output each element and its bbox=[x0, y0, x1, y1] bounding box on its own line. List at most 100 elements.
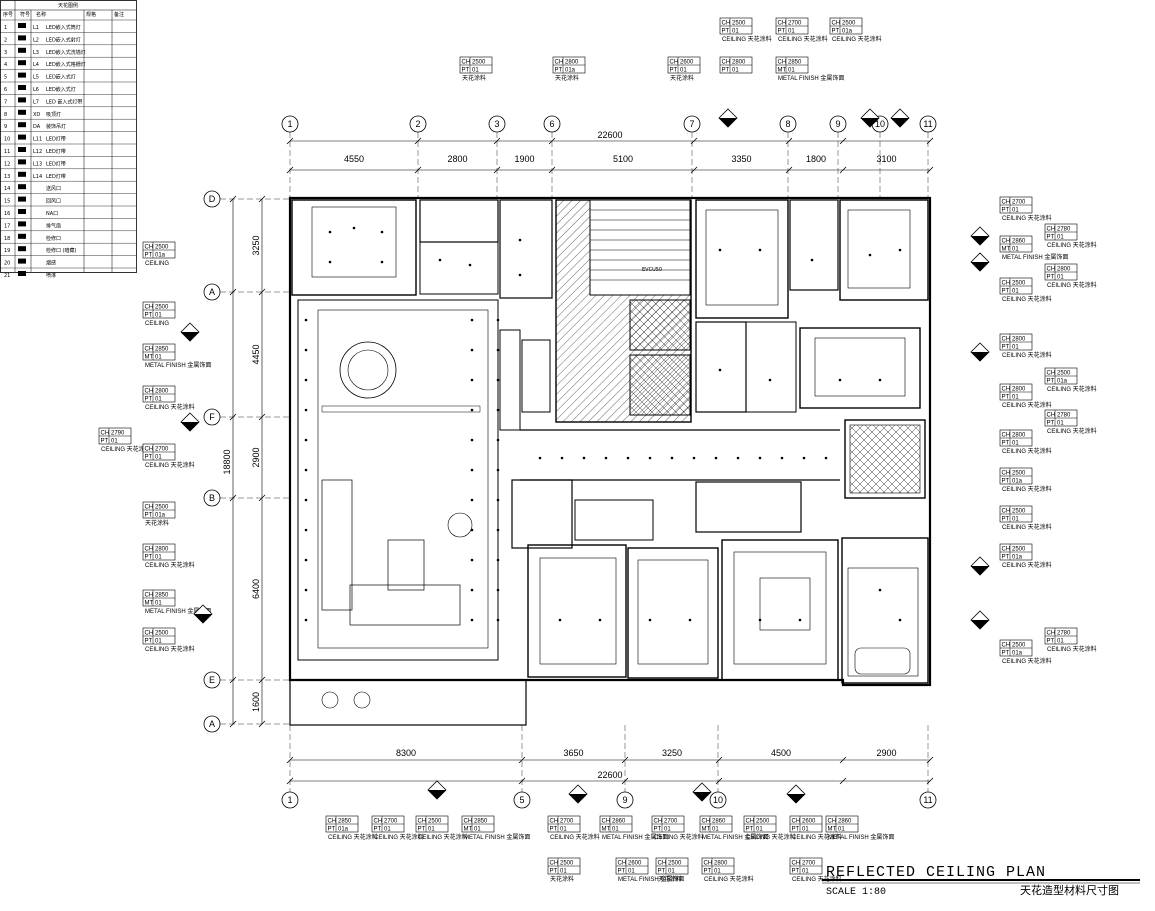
grid-bubble-label: 1 bbox=[287, 119, 292, 129]
light-fixture bbox=[496, 498, 500, 502]
legend-row-no: 15 bbox=[4, 199, 10, 205]
tag-desc: METAL FINISH 金属饰面 bbox=[618, 875, 684, 883]
light-fixture bbox=[898, 618, 902, 622]
tag-ch-label: CH bbox=[550, 819, 559, 825]
tag-desc: 天花涂料 bbox=[658, 875, 682, 883]
grid-bubble bbox=[709, 791, 727, 809]
dim-top: 1800 bbox=[806, 154, 826, 164]
legend-row-name: 喷淋 bbox=[46, 272, 56, 279]
tag-pt-value: 01a bbox=[338, 827, 349, 833]
legend-header: 符号 bbox=[20, 11, 30, 18]
dim-bottom: 3250 bbox=[662, 748, 682, 758]
tag-pt-label: PT bbox=[418, 827, 426, 833]
legend-row-name: 检修口 bbox=[46, 235, 61, 242]
grid-bubble bbox=[543, 115, 561, 133]
tag-ch-label: CH bbox=[1047, 267, 1056, 273]
legend-row-name: LED嵌入式格栅灯 bbox=[46, 61, 86, 68]
tag-pt-value: 01 bbox=[1012, 441, 1019, 447]
tag-pt-value: 01 bbox=[788, 68, 795, 74]
light-fixture bbox=[560, 456, 564, 460]
light-fixture bbox=[304, 348, 308, 352]
tag-ch-label: CH bbox=[722, 21, 731, 27]
legend-row-code: DA bbox=[33, 124, 41, 130]
tag-ch-value: 2800 bbox=[155, 389, 169, 395]
tag-pt-label: MT bbox=[702, 827, 711, 833]
light-fixture bbox=[718, 368, 722, 372]
legend-row-no: 10 bbox=[4, 137, 10, 143]
legend-row-no: 3 bbox=[4, 50, 7, 56]
legend-row-no: 12 bbox=[4, 161, 10, 167]
light-fixture bbox=[538, 456, 542, 460]
light-fixture bbox=[470, 348, 474, 352]
section-marker bbox=[568, 784, 588, 804]
legend-row-no: 20 bbox=[4, 261, 10, 267]
grid-bubble-label: 10 bbox=[713, 795, 723, 805]
tag-pt-value: 01 bbox=[732, 68, 739, 74]
light-fixtures bbox=[304, 226, 902, 622]
dim-bottom: 3650 bbox=[563, 748, 583, 758]
light-fixture bbox=[304, 558, 308, 562]
light-fixture bbox=[604, 456, 608, 460]
light-fixture bbox=[380, 260, 384, 264]
tag-pt-value: 01a bbox=[565, 68, 576, 74]
tag-pt-label: MT bbox=[778, 68, 787, 74]
tag-desc: CEILING 天花涂料 bbox=[704, 875, 754, 883]
tag-ch-label: CH bbox=[555, 60, 564, 66]
tag-pt-value: 01 bbox=[612, 827, 619, 833]
tag-pt-label: PT bbox=[550, 869, 558, 875]
tag-pt-label: PT bbox=[1002, 479, 1010, 485]
legend-row-no: 18 bbox=[4, 236, 10, 242]
tag-desc: CEILING 天花涂料 bbox=[1002, 351, 1052, 359]
tag-ch-label: CH bbox=[1002, 387, 1011, 393]
light-fixture bbox=[328, 260, 332, 264]
tag-ch-value: 2500 bbox=[428, 819, 442, 825]
grid-bubble bbox=[203, 190, 221, 208]
section-marker bbox=[427, 780, 447, 800]
tag-pt-value: 01 bbox=[155, 455, 162, 461]
grid-bubble-label: 7 bbox=[689, 119, 694, 129]
grid-bubble bbox=[203, 408, 221, 426]
tag-ch-label: CH bbox=[1002, 200, 1011, 206]
tag-pt-value: 01 bbox=[714, 869, 721, 875]
dim-bottom: 4500 bbox=[771, 748, 791, 758]
section-markers bbox=[180, 108, 990, 804]
grid-bubble bbox=[488, 115, 506, 133]
tag-pt-label: PT bbox=[145, 513, 153, 519]
legend-row-code: L7 bbox=[33, 99, 39, 105]
tag-desc: CEILING 天花涂料 bbox=[145, 403, 195, 411]
legend-symbol bbox=[18, 271, 26, 276]
tag-ch-label: CH bbox=[1002, 239, 1011, 245]
tag-pt-label: MT bbox=[145, 355, 154, 361]
dim-tick bbox=[518, 756, 526, 764]
dim-left: 6400 bbox=[251, 579, 261, 599]
legend-row-no: 11 bbox=[4, 149, 10, 155]
tag-pt-value: 01a bbox=[155, 513, 166, 519]
tag-pt-value: 01a bbox=[842, 29, 853, 35]
light-fixture bbox=[692, 456, 696, 460]
tag-pt-label: PT bbox=[374, 827, 382, 833]
tag-ch-value: 2500 bbox=[155, 245, 169, 251]
grid-bubble bbox=[513, 791, 531, 809]
legend-row-name: LED嵌入式灯 bbox=[46, 74, 76, 81]
tag-ch-value: 2860 bbox=[612, 819, 626, 825]
grid-bubble-label: 3 bbox=[494, 119, 499, 129]
tag-ch-label: CH bbox=[1002, 547, 1011, 553]
tag-pt-label: PT bbox=[555, 68, 563, 74]
legend-symbol bbox=[18, 184, 26, 190]
tag-ch-value: 2500 bbox=[560, 861, 574, 867]
tag-desc: METAL FINISH 金属饰面 bbox=[828, 833, 894, 841]
tag-desc: 天花涂料 bbox=[670, 74, 694, 82]
tag-pt-label: PT bbox=[1047, 275, 1055, 281]
legend-symbol bbox=[18, 23, 26, 28]
tag-pt-value: 01 bbox=[384, 827, 391, 833]
tag-pt-value: 01 bbox=[155, 639, 162, 645]
